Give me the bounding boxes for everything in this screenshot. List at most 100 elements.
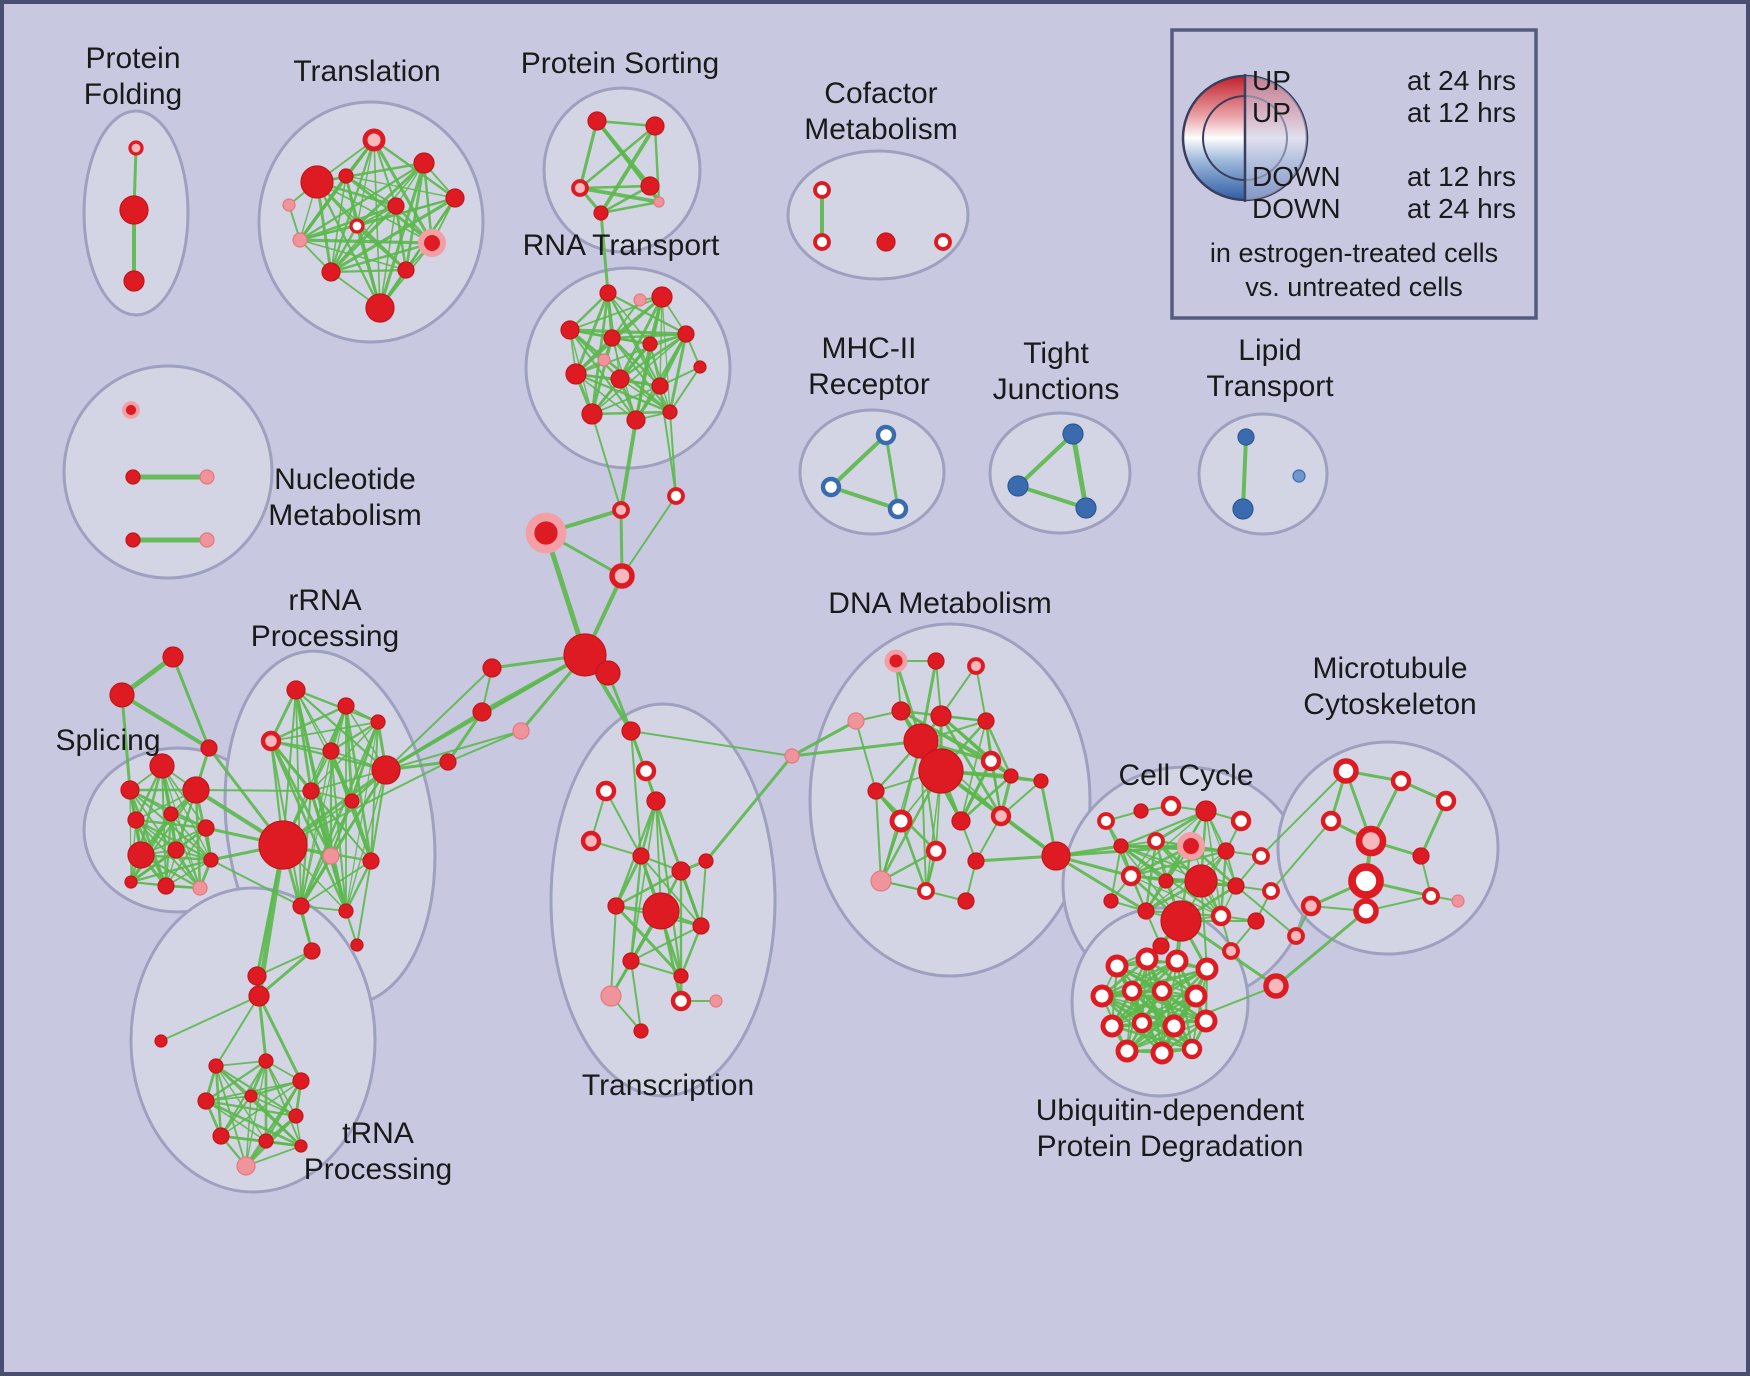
- network-node: [603, 329, 621, 347]
- network-node: [322, 742, 340, 760]
- network-node: [1217, 842, 1235, 860]
- network-edge: [120, 693, 132, 792]
- legend-time-label: at 12 hrs: [1407, 161, 1516, 192]
- network-node: [1162, 1014, 1186, 1038]
- network-node: [1247, 912, 1265, 930]
- network-edge: [355, 224, 408, 272]
- network-edge: [1110, 845, 1122, 902]
- network-node: [1007, 475, 1029, 497]
- network-edge: [219, 1059, 268, 1138]
- network-edge: [1129, 849, 1228, 878]
- network-edge: [1191, 968, 1208, 1050]
- cluster-bubble-microtubule-cytoskeleton: [1276, 740, 1500, 956]
- network-node: [870, 870, 892, 892]
- network-node: [1355, 825, 1387, 857]
- network-node: [387, 197, 405, 215]
- network-edge: [679, 924, 703, 978]
- network-node: [288, 1108, 304, 1124]
- network-edge: [621, 495, 677, 577]
- network-node: [182, 776, 210, 804]
- network-node: [610, 369, 630, 389]
- nodes-layer: [109, 111, 1465, 1176]
- network-node: [258, 1133, 274, 1149]
- network-node: [125, 532, 141, 548]
- network-node: [512, 722, 530, 740]
- network-node: [1181, 1038, 1203, 1060]
- network-edge: [378, 161, 426, 310]
- network-node: [692, 917, 710, 935]
- network-node: [1262, 882, 1280, 900]
- network-edge: [329, 196, 457, 274]
- network-node: [967, 852, 985, 870]
- network-edge: [195, 789, 312, 792]
- network-edge: [129, 789, 132, 883]
- network-node: [1232, 498, 1254, 520]
- network-node: [670, 990, 692, 1012]
- network-node: [593, 205, 609, 221]
- network-node: [1115, 1039, 1139, 1063]
- network-node: [344, 793, 360, 809]
- cluster-label-trna-processing: tRNA: [342, 1117, 414, 1150]
- network-edge: [329, 854, 348, 913]
- network-node: [128, 140, 144, 156]
- network-node: [1033, 773, 1049, 789]
- network-node: [600, 985, 622, 1007]
- network-node: [1160, 795, 1182, 817]
- network-edge: [215, 995, 260, 1067]
- network-node: [1137, 902, 1155, 920]
- network-edge: [161, 765, 212, 861]
- network-edge: [161, 765, 201, 889]
- network-node: [667, 487, 685, 505]
- network-edge: [855, 720, 877, 792]
- network-node: [889, 809, 913, 833]
- network-edge: [959, 774, 1013, 823]
- network-node: [417, 228, 447, 258]
- cluster-label-cell-cycle: Cell Cycle: [1118, 759, 1253, 792]
- network-node: [197, 1092, 215, 1110]
- network-edge: [619, 418, 638, 512]
- network-node: [917, 882, 935, 900]
- network-node: [698, 853, 714, 869]
- network-node: [1062, 423, 1084, 445]
- network-node: [482, 658, 502, 678]
- network-edge: [282, 761, 449, 846]
- network-node: [365, 293, 395, 323]
- network-edge: [370, 721, 379, 862]
- network-edge: [300, 860, 372, 907]
- network-edge: [270, 721, 379, 742]
- network-node: [784, 748, 800, 764]
- network-node: [338, 903, 354, 919]
- network-node: [980, 750, 1002, 772]
- network-node: [1422, 887, 1440, 905]
- network-node: [1412, 847, 1430, 865]
- network-node: [927, 652, 945, 670]
- network-edge: [1130, 967, 1209, 993]
- network-node: [1184, 984, 1208, 1008]
- cluster-bubble-protein-sorting: [542, 86, 702, 254]
- cluster-label-dna-metabolism: DNA Metabolism: [828, 587, 1051, 620]
- cluster-label-microtubule-cytoskeleton: Microtubule: [1312, 652, 1467, 685]
- network-edge: [591, 413, 622, 511]
- network-edge: [630, 800, 657, 962]
- network-edge: [245, 1145, 302, 1167]
- network-node: [154, 1034, 168, 1048]
- network-node: [260, 730, 282, 752]
- network-node: [362, 128, 386, 152]
- network-edge: [1070, 431, 1089, 511]
- network-edge: [630, 730, 793, 757]
- network-node: [918, 748, 964, 794]
- network-node: [123, 270, 145, 292]
- network-node: [1131, 1012, 1153, 1034]
- network-edge: [590, 336, 614, 416]
- network-node: [292, 232, 308, 248]
- cluster-label-ubiquitin-dependent-protein-degradation: Protein Degradation: [1037, 1130, 1304, 1163]
- network-node: [653, 196, 665, 208]
- network-edge: [257, 994, 303, 1083]
- network-edge: [790, 719, 858, 758]
- network-edge: [1270, 820, 1332, 892]
- network-edge: [630, 960, 642, 1032]
- network-node: [1075, 497, 1097, 519]
